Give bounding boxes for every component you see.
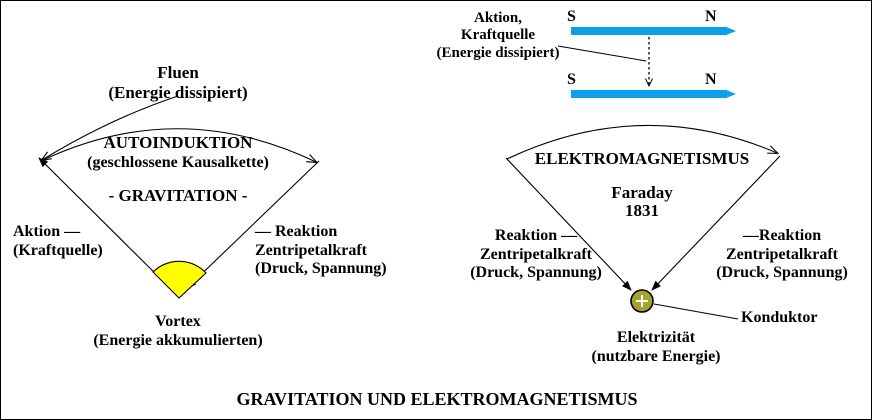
vortex-node-line2: (Energie akkumulierten): [93, 331, 263, 349]
vortex-wedge: [152, 260, 207, 299]
conductor-plus-icon: [636, 295, 648, 307]
right-source-line1: Aktion,: [474, 10, 522, 26]
electricity-node-line2: (nutzbare Energie): [591, 347, 721, 365]
right-dissipation-arc: [506, 124, 780, 160]
vortex-node-line1: Vortex: [155, 313, 201, 330]
left-panel-subtitle: (geschlossene Kausalkette): [87, 154, 269, 171]
conductor-label: Konduktor: [741, 309, 818, 326]
left-fan-group: [38, 95, 320, 299]
left-reaction-radius: [186, 160, 320, 289]
right-panel-title: ELEKTROMAGNETISMUS: [534, 149, 750, 168]
left-top-label: Fluen (Energie dissipiert): [108, 63, 247, 102]
magnet-top-south-label: S: [567, 8, 576, 25]
right-reaction-left-line1: Reaktion —: [494, 227, 578, 244]
right-reaction-left-line2: Zentripetalkraft: [480, 245, 592, 263]
left-action-label: Aktion — (Kraftquelle): [13, 223, 103, 260]
right-reaction-left-line3: (Druck, Spannung): [470, 264, 602, 282]
left-top-label-line2: (Energie dissipiert): [108, 82, 248, 102]
right-reaction-radius-right: [651, 155, 781, 291]
right-source-label: Aktion, Kraftquelle (Energie dissipiert): [437, 10, 560, 62]
right-panel-year: 1831: [625, 201, 659, 220]
magnet-bottom-north-label: N: [705, 71, 717, 88]
source-leader-line: [557, 45, 647, 62]
right-reaction-right-line3: (Druck, Spannung): [716, 264, 848, 282]
right-reaction-radius-left: [505, 157, 632, 291]
right-fan-group: [505, 26, 781, 320]
left-action-line2: (Kraftquelle): [13, 241, 103, 259]
left-dissipation-arc-left-head: [39, 95, 179, 162]
left-action-radius: [38, 157, 174, 292]
left-panel-title: AUTOINDUKTION: [103, 133, 253, 152]
right-reaction-right-line2: Zentripetalkraft: [726, 245, 838, 263]
left-action-line1: Aktion —: [13, 223, 81, 240]
magnet-bottom-south-label: S: [567, 71, 576, 88]
left-reaction-line1: — Reaktion: [255, 223, 338, 240]
left-top-label-line1: Fluen: [157, 63, 199, 82]
right-reaction-right-label: —Reaktion Zentripetalkraft (Druck, Spann…: [716, 227, 848, 283]
right-reaction-left-label: Reaktion — Zentripetalkraft (Druck, Span…: [470, 227, 602, 283]
left-dissipation-arc: [40, 128, 319, 164]
vortex-node-label: Vortex (Energie akkumulierten): [93, 313, 262, 350]
left-panel-system: - GRAVITATION -: [108, 186, 248, 205]
left-reaction-line2: Zentripetalkraft: [255, 241, 367, 259]
magnet-top-north-label: N: [705, 8, 717, 25]
right-reaction-right-line1: —Reaktion: [742, 227, 822, 244]
left-reaction-label: — Reaktion Zentripetalkraft (Druck, Span…: [255, 223, 387, 279]
left-reaction-line3: (Druck, Spannung): [255, 260, 387, 278]
conductor-leader-line: [653, 303, 739, 320]
right-source-line2: Kraftquelle: [460, 27, 536, 44]
right-panel-discoverer: Faraday: [611, 183, 673, 202]
right-source-line3: (Energie dissipiert): [436, 44, 560, 61]
figure-caption: GRAVITATION UND ELEKTROMAGNETISMUS: [236, 389, 638, 409]
electricity-node-label: Elektrizität (nutzbare Energie): [591, 329, 720, 366]
electricity-node-line1: Elektrizität: [616, 329, 696, 346]
